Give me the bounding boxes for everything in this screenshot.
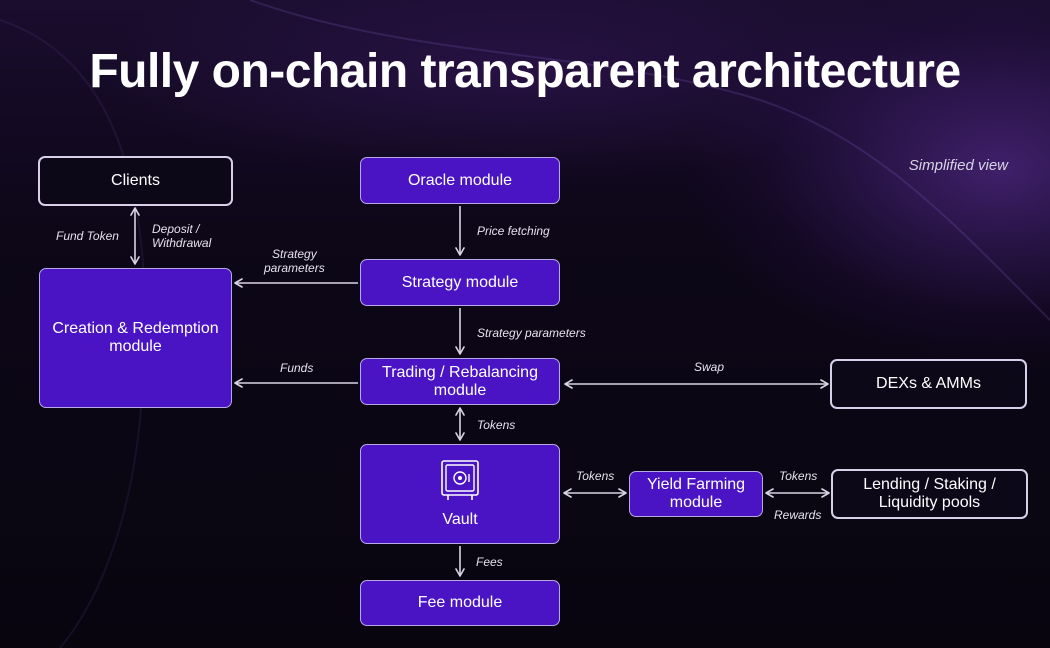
edge-label-funds: Funds [280,361,314,375]
edge-label-strategy-parameters-down: Strategy parameters [477,326,586,340]
fee-module-node: Fee module [360,580,560,626]
yield-farming-module-node: Yield Farming module [629,471,763,517]
trading-rebalancing-label: Trading / Rebalancing module [382,363,538,399]
fee-module-label: Fee module [417,594,503,611]
edge-label-swap: Swap [694,360,725,374]
trading-rebalancing-module-node: Trading / Rebalancing module [360,358,560,405]
edge-label-deposit-withdrawal: Deposit / Withdrawal [152,222,212,250]
edge-label-tokens-vault: Tokens [477,418,516,432]
creation-redemption-module-node: Creation & Redemption module [39,268,232,408]
strategy-module-label: Strategy module [401,273,519,291]
edge-label-strategy-parameters-left: Strategy parameters [264,247,325,275]
edge-label-rewards: Rewards [774,508,822,522]
edge-label-fees: Fees [476,555,503,569]
edge-label-tokens-yield: Tokens [576,469,615,483]
creation-redemption-label: Creation & Redemption module [52,320,219,355]
lending-staking-node: Lending / Staking / Liquidity pools [831,469,1028,519]
clients-node: Clients [38,156,233,206]
oracle-module-node: Oracle module [360,157,560,204]
dexs-amms-node: DEXs & AMMs [830,359,1027,409]
dexs-amms-label: DEXs & AMMs [876,375,981,392]
edge-label-price-fetching: Price fetching [477,224,550,238]
view-note: Simplified view [908,157,1008,174]
vault-label: Vault [442,511,478,528]
lending-staking-label: Lending / Staking / Liquidity pools [863,476,996,511]
safe-icon [441,460,479,500]
oracle-module-label: Oracle module [407,171,513,189]
edge-label-tokens-lending: Tokens [779,469,818,483]
yield-farming-label: Yield Farming module [646,476,746,511]
edge-label-fund-token: Fund Token [56,229,119,243]
vault-node: Vault [360,444,560,544]
clients-label: Clients [111,172,160,189]
page-title: Fully on-chain transparent architecture [89,45,961,98]
strategy-module-node: Strategy module [360,259,560,306]
